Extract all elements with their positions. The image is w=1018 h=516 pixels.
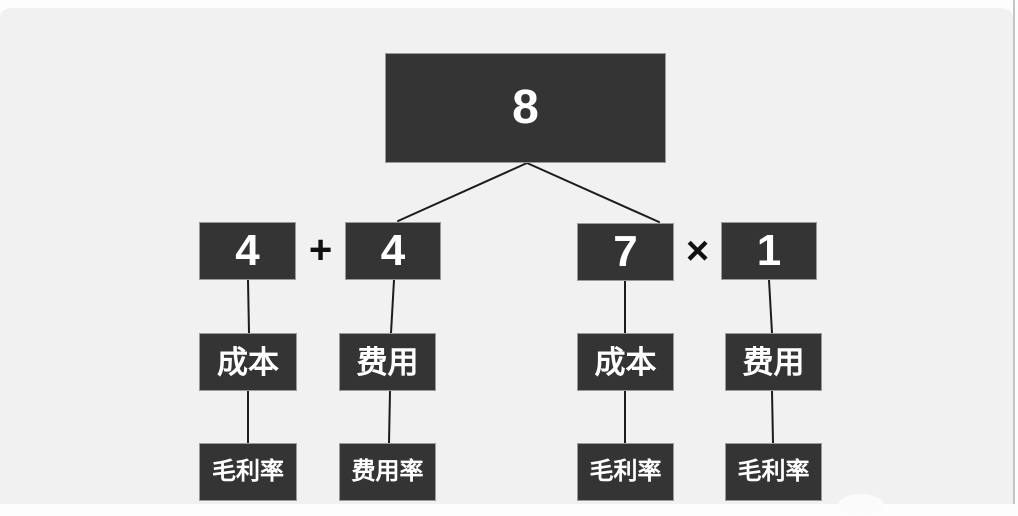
node-gross-margin-right: 毛利率 (725, 443, 822, 501)
node-1: 1 (721, 222, 817, 280)
node-expense-right: 费用 (725, 333, 822, 391)
node-expense-left: 费用 (339, 333, 436, 391)
node-expense-ratio: 费用率 (339, 443, 436, 501)
node-gross-margin-left: 毛利率 (199, 443, 297, 501)
window-right-border (1013, 0, 1015, 504)
node-4-left: 4 (199, 222, 296, 280)
node-4-right: 4 (345, 222, 441, 280)
plus-operator: + (308, 228, 333, 272)
node-cost-right: 成本 (577, 333, 674, 391)
node-7: 7 (577, 223, 674, 281)
node-cost-left: 成本 (199, 333, 297, 391)
node-8-root: 8 (385, 53, 666, 163)
bottom-right-notch (838, 494, 884, 516)
node-gross-margin-mid: 毛利率 (577, 443, 674, 501)
multiply-operator: × (685, 229, 710, 273)
